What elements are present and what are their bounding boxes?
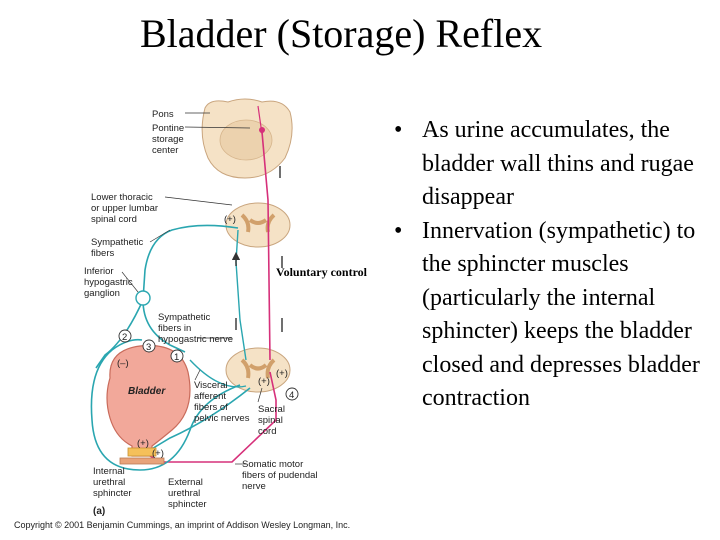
- plus-sign-sacral: (+): [276, 368, 288, 379]
- label-voluntary-control: Voluntary control: [276, 265, 368, 279]
- pink-pathway: [261, 131, 271, 361]
- label-somatic-motor-2: fibers of pudendal: [242, 470, 318, 481]
- bladder-organ: [106, 344, 191, 465]
- label-pontine: Pontine: [152, 123, 184, 134]
- bullet-text: As urine accumulates, the bladder wall t…: [422, 117, 694, 210]
- bladder-reflex-diagram: Pons Pontine storage center Lower thorac…: [84, 98, 368, 517]
- marker-3: 3: [142, 339, 156, 353]
- label-somatic-motor: Somatic motor: [242, 459, 303, 470]
- label-lower-thoracic-2: or upper lumbar: [91, 203, 158, 214]
- label-pontine-2: storage: [152, 134, 184, 145]
- label-inferior-ganglion-2: hypogastric: [84, 277, 133, 288]
- plus-sign-sacral-2: (+): [258, 376, 270, 387]
- label-lower-thoracic-3: spinal cord: [91, 214, 137, 225]
- pons-section: [201, 98, 293, 179]
- label-lower-thoracic: Lower thoracic: [91, 192, 153, 203]
- label-internal-sphincter: Internal: [93, 466, 125, 477]
- bullet-dot: •: [394, 117, 403, 143]
- marker-4: 4: [285, 387, 299, 401]
- label-inferior-ganglion-3: ganglion: [84, 288, 120, 299]
- marker-4-text: 4: [289, 390, 294, 401]
- label-internal-sphincter-3: sphincter: [93, 488, 132, 499]
- plus-sign-external: (+): [152, 448, 164, 459]
- marker-3-text: 3: [146, 342, 151, 353]
- label-sacral-cord: Sacral: [258, 404, 285, 415]
- label-visceral-afferent-4: pelvic nerves: [194, 413, 250, 424]
- label-internal-sphincter-2: urethral: [93, 477, 125, 488]
- label-somatic-motor-3: nerve: [242, 481, 266, 492]
- label-symp-hypogastric-3: hypogastric nerve: [158, 334, 233, 345]
- teal-pathway: [142, 224, 239, 353]
- label-sympathetic-fibers-2: fibers: [91, 248, 114, 259]
- label-sacral-cord-3: cord: [258, 426, 276, 437]
- label-external-sphincter: External: [168, 477, 203, 488]
- copyright-notice: Copyright © 2001 Benjamin Cummings, an i…: [14, 520, 351, 530]
- marker-1: 1: [170, 349, 184, 363]
- bullet-list: • As urine accumulates, the bladder wall …: [392, 114, 718, 416]
- label-visceral-afferent-3: fibers of: [194, 402, 228, 413]
- plus-sign-thoracic: (+): [224, 214, 236, 225]
- label-visceral-afferent: Visceral: [194, 380, 228, 391]
- label-sympathetic-fibers: Sympathetic: [91, 237, 144, 248]
- label-symp-hypogastric-2: fibers in: [158, 323, 191, 334]
- plus-sign-internal: (+): [137, 438, 149, 449]
- label-inferior-ganglion: Inferior: [84, 266, 114, 277]
- bullet-item: • As urine accumulates, the bladder wall …: [392, 114, 718, 215]
- thoracic-cord-section: [225, 202, 291, 248]
- marker-1-text: 1: [174, 352, 179, 363]
- label-symp-hypogastric: Sympathetic: [158, 312, 211, 323]
- label-pontine-3: center: [152, 145, 178, 156]
- label-visceral-afferent-2: afferent: [194, 391, 226, 402]
- label-sacral-cord-2: spinal: [258, 415, 283, 426]
- panel-label: (a): [93, 506, 105, 517]
- label-bladder: Bladder: [128, 386, 166, 397]
- marker-2: 2: [118, 329, 132, 343]
- label-external-sphincter-2: urethral: [168, 488, 200, 499]
- bullet-text: Innervation (sympathetic) to the sphinct…: [422, 217, 700, 412]
- slide-title: Bladder (Storage) Reflex: [140, 11, 543, 56]
- sacral-cord-section: [225, 347, 291, 393]
- minus-sign-bladder: (–): [117, 358, 129, 369]
- bullet-dot: •: [394, 217, 403, 244]
- label-external-sphincter-3: sphincter: [168, 499, 207, 510]
- bullet-item: • Innervation (sympathetic) to the sphinc…: [392, 215, 718, 416]
- marker-2-text: 2: [122, 332, 127, 343]
- label-pons: Pons: [152, 109, 174, 120]
